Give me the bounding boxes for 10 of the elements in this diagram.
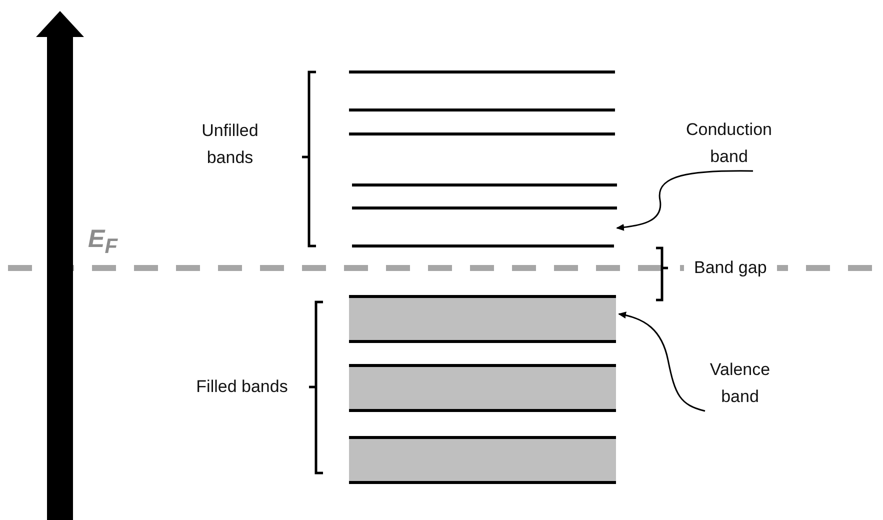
leader-line bbox=[616, 170, 753, 231]
filled-band bbox=[349, 436, 616, 484]
part-label: Unfilled bands bbox=[200, 120, 260, 169]
filled-band bbox=[349, 295, 616, 343]
callout-text: Conduction band bbox=[670, 116, 788, 170]
part-label: Filled bands bbox=[195, 376, 289, 398]
fermi-level-label: E$_{F}$ bbox=[88, 226, 119, 260]
callout-text: Valence band bbox=[690, 356, 790, 410]
leader-line bbox=[618, 312, 706, 412]
filled-band bbox=[349, 364, 616, 412]
